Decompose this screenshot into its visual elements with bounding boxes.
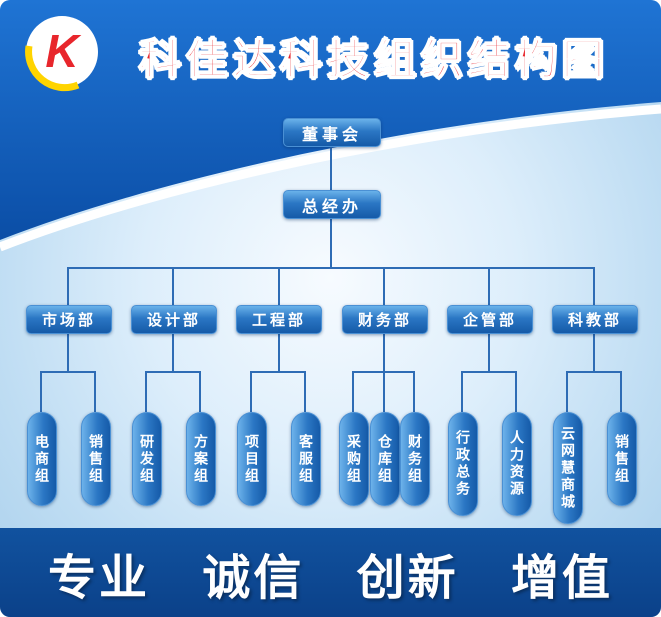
slogan-text: 专业 [48,551,151,605]
board-node: 董事会 [283,118,381,147]
slogan-text: 诚信 [202,551,305,605]
connector-line [413,371,415,412]
logo-letter: K [45,25,81,77]
connector-line [593,332,595,373]
dept-node: 设计部 [131,305,217,334]
gm-office-node: 总经办 [283,190,381,219]
dept-node: 科教部 [552,305,638,334]
slogan-text: 增值 [510,551,613,605]
connector-line [593,267,595,305]
connector-line [40,371,96,373]
connector-line [461,371,517,373]
logo-swoosh-icon [25,45,80,92]
page-title: 科佳达科技组织结构图 [138,35,609,84]
connector-line [172,332,174,373]
connector-line [67,267,595,269]
group-node: 项目组 [237,412,267,506]
header-swoosh-line [0,104,661,252]
slogan-text: 创新 [356,551,459,605]
connector-line [278,267,280,305]
dept-node: 工程部 [236,305,322,334]
group-node: 行政总务 [448,412,478,516]
connector-line [330,145,332,190]
connector-line [515,371,517,412]
group-node: 销售组 [607,412,637,506]
connector-line [199,371,201,412]
connector-line [145,371,201,373]
group-node: 采购组 [339,412,369,506]
connector-line [383,371,385,412]
group-node: 电商组 [27,412,57,506]
connector-line [383,267,385,305]
connector-line [250,371,306,373]
group-node: 销售组 [81,412,111,506]
group-node: 财务组 [400,412,430,506]
connector-line [461,371,463,412]
group-node: 客服组 [291,412,321,506]
dept-node: 企管部 [447,305,533,334]
group-node: 人力资源 [502,412,532,516]
logo: K [22,12,102,92]
group-node: 云网慧商城 [553,412,583,524]
group-node: 仓库组 [370,412,400,506]
connector-line [488,267,490,305]
connector-line [383,332,385,373]
connector-line [304,371,306,412]
connector-line [352,371,354,412]
logo-icon: K [25,16,98,92]
connector-line [40,371,42,412]
group-node: 方案组 [186,412,216,506]
connector-line [278,332,280,373]
connector-line [145,371,147,412]
connector-line [620,371,622,412]
dept-node: 市场部 [26,305,112,334]
connector-line [94,371,96,412]
group-node: 研发组 [132,412,162,506]
connector-line [67,267,69,305]
connector-line [566,371,568,412]
connector-line [250,371,252,412]
connector-line [67,332,69,373]
connector-line [566,371,622,373]
dept-node: 财务部 [342,305,428,334]
connector-line [172,267,174,305]
connector-line [488,332,490,373]
connector-line [330,217,332,268]
footer-banner: 专业 诚信 创新 增值 [0,528,661,617]
